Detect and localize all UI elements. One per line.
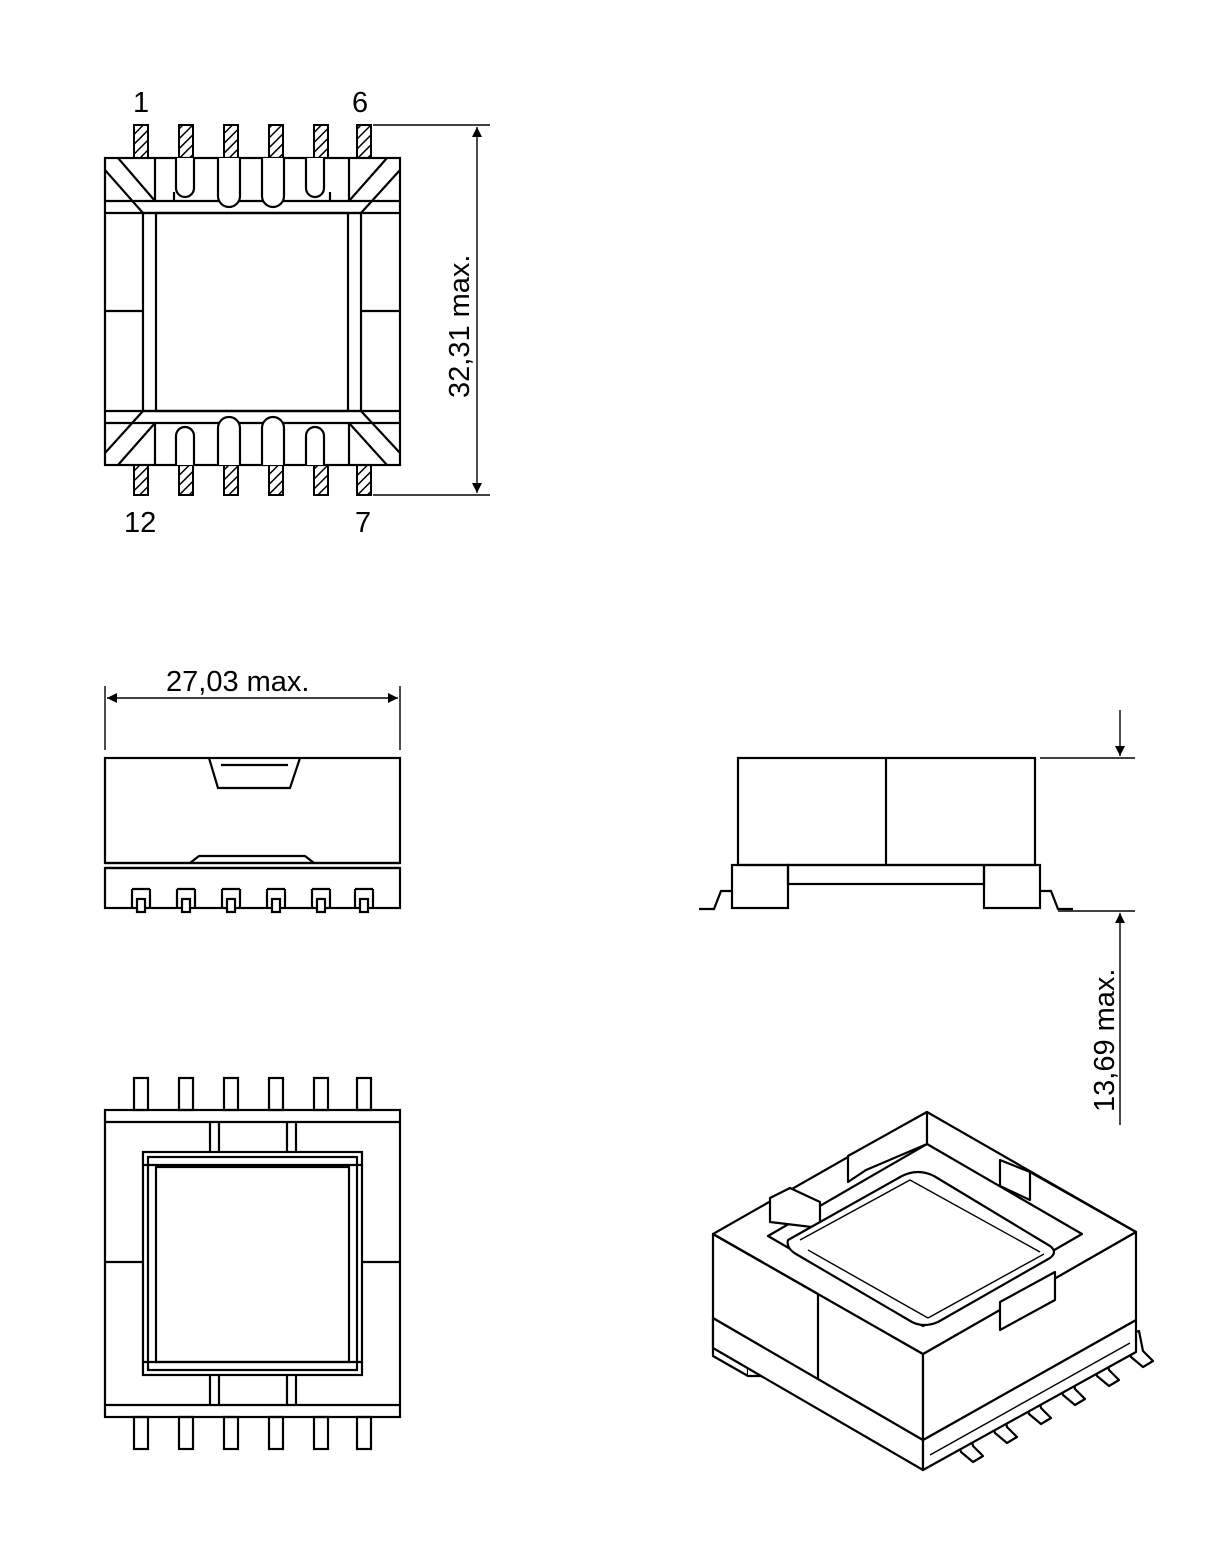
pin-label-6: 6 [352,87,368,119]
top-view-outline [103,156,402,467]
front-pin-foot-1 [135,897,147,914]
top-view-pins-upper [133,124,372,159]
front-pin-6 [353,887,375,908]
front-view-base [103,866,402,910]
front-pin-foot-4 [270,897,282,914]
front-view-pins [130,887,375,914]
front-pin-3 [220,887,242,908]
top-view-pins-lower [133,464,372,496]
bottom-pin-lower-4 [267,1415,285,1451]
top-pin-4 [268,124,284,159]
bottom-pin-lower-1 [132,1415,150,1451]
bottom-view-pins [132,1076,373,1451]
top-view-core-inner [154,211,350,413]
pin-label-12: 12 [124,507,156,539]
front-pin-foot-3 [225,897,237,914]
right-side-view: 13,69 max. [699,710,1135,1125]
bottom-pin-lower-6 [355,1415,373,1451]
bottom-pin-upper-3 [222,1076,240,1112]
front-view-core [103,756,402,865]
top-pin-7 [356,464,372,496]
bottom-pin-upper-5 [312,1076,330,1112]
front-pin-foot-2 [180,897,192,914]
dimension-width: 27,03 max. [166,666,309,698]
bottom-pin-lower-2 [177,1415,195,1451]
front-side-view: 27,03 max. [103,666,402,914]
top-pin-12 [133,464,149,496]
bottom-view-bobbin [141,1150,364,1377]
front-pin-5 [310,887,332,908]
isometric-view [711,1110,1155,1472]
pin-label-7: 7 [355,507,371,539]
top-pin-10 [223,464,239,496]
dimension-height-side-view: 13,69 max. [1089,969,1121,1112]
front-pin-2 [175,887,197,908]
top-pin-3 [223,124,239,159]
top-pin-5 [313,124,329,159]
pin-label-1: 1 [133,87,149,119]
front-pin-foot-6 [358,897,370,914]
bottom-pin-upper-2 [177,1076,195,1112]
top-pin-8 [313,464,329,496]
bottom-view [103,1076,402,1451]
front-pin-foot-5 [315,897,327,914]
bottom-pin-upper-4 [267,1076,285,1112]
top-view: 1 6 12 7 32,31 max. [103,87,490,539]
bottom-view-outline [103,1108,402,1419]
top-pin-9 [268,464,284,496]
top-pin-2 [178,124,194,159]
bottom-pin-lower-3 [222,1415,240,1451]
bottom-pin-lower-5 [312,1415,330,1451]
top-pin-6 [356,124,372,159]
top-pin-1 [133,124,149,159]
bottom-pin-upper-6 [355,1076,373,1112]
bottom-pin-upper-1 [132,1076,150,1112]
top-view-core-window [141,211,363,413]
dimension-height-top-view: 32,31 max. [444,255,476,398]
front-pin-4 [265,887,287,908]
front-pin-1 [130,887,152,908]
top-pin-11 [178,464,194,496]
bottom-view-core-center [154,1165,351,1364]
